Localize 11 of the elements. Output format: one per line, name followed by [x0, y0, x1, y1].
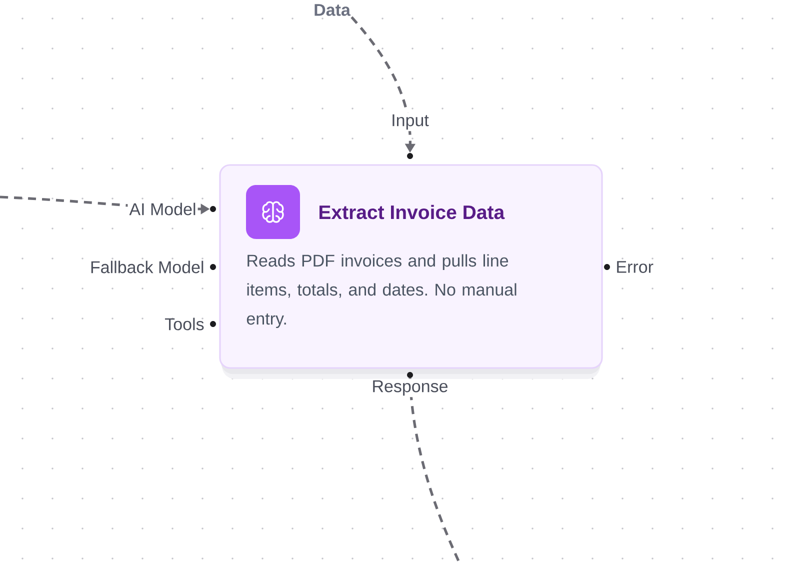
- port-label: Fallback Model: [91, 260, 204, 274]
- port-label: Response: [370, 378, 450, 398]
- port-label: Error: [617, 261, 654, 273]
- label: Data: [314, 4, 351, 16]
- card-description: Reads PDF invoices and pulls line items, totals, and dates. No manual entry.: [246, 254, 516, 328]
- dashed-line: [408, 378, 460, 562]
- card-title: Extract Invoice Data: [320, 204, 505, 220]
- port-label: Tools: [165, 318, 204, 330]
- port-label: Input: [390, 112, 430, 132]
- port-label: AI Model: [128, 201, 198, 217]
- card: [219, 164, 603, 379]
